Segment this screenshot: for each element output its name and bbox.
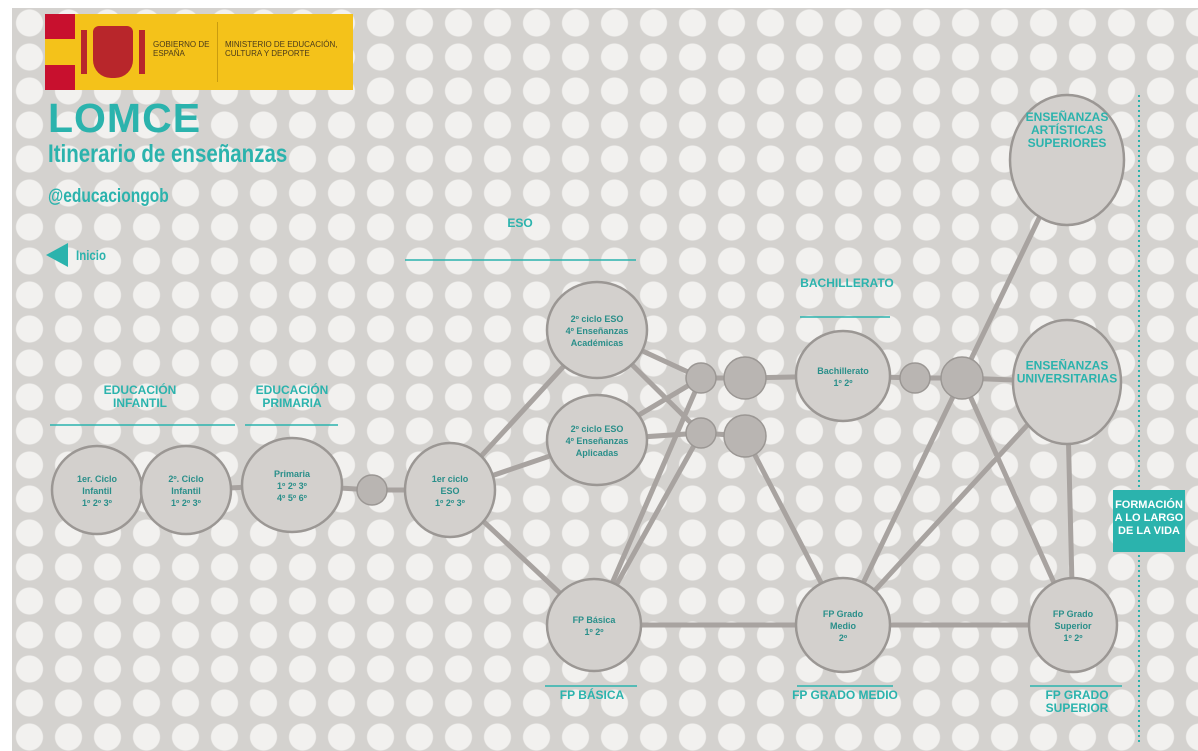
node-circle xyxy=(1027,576,1119,674)
ministerio-label: MINISTERIO DE EDUCACIÓN, CULTURA Y DEPOR… xyxy=(225,40,338,58)
node-circle xyxy=(545,393,649,487)
back-button-label: Inicio xyxy=(76,247,106,263)
logo-divider xyxy=(217,22,218,82)
government-logo: GOBIERNO DE ESPAÑA MINISTERIO DE EDUCACI… xyxy=(45,14,353,90)
junction-node xyxy=(685,417,717,449)
coat-of-arms-icon xyxy=(81,26,145,78)
left-edge xyxy=(0,0,12,751)
junction-node xyxy=(899,362,931,394)
back-arrow-icon xyxy=(46,243,68,267)
node-circle xyxy=(545,280,649,380)
junction-node xyxy=(723,414,767,458)
junction-node xyxy=(356,474,388,506)
stage-header-eso: ESO xyxy=(507,216,532,230)
node-circle xyxy=(545,577,643,673)
node-circle xyxy=(240,436,344,534)
gobierno-label: GOBIERNO DE ESPAÑA xyxy=(153,40,210,58)
twitter-handle: @educaciongob xyxy=(48,186,169,207)
node-circle xyxy=(1011,318,1123,446)
node-circle xyxy=(403,441,497,539)
formacion-badge[interactable] xyxy=(1113,490,1185,552)
top-edge xyxy=(0,0,1198,8)
spain-flag-icon xyxy=(45,14,75,90)
page-title: LOMCE xyxy=(48,95,202,141)
node-circle xyxy=(1008,93,1126,227)
back-button[interactable]: Inicio xyxy=(46,242,113,268)
node-circle xyxy=(139,444,233,536)
junction-node xyxy=(685,362,717,394)
page-subtitle: Itinerario de enseñanzas xyxy=(48,140,288,168)
node-circle xyxy=(794,329,892,423)
node-circle xyxy=(794,576,892,674)
junction-node xyxy=(940,356,984,400)
junction-node xyxy=(723,356,767,400)
stage-header-fp_basica: FP BÁSICA xyxy=(560,687,625,702)
stage-header-bachillerato: BACHILLERATO xyxy=(800,276,894,290)
stage-header-fp_grado_medio: FP GRADO MEDIO xyxy=(792,688,898,702)
